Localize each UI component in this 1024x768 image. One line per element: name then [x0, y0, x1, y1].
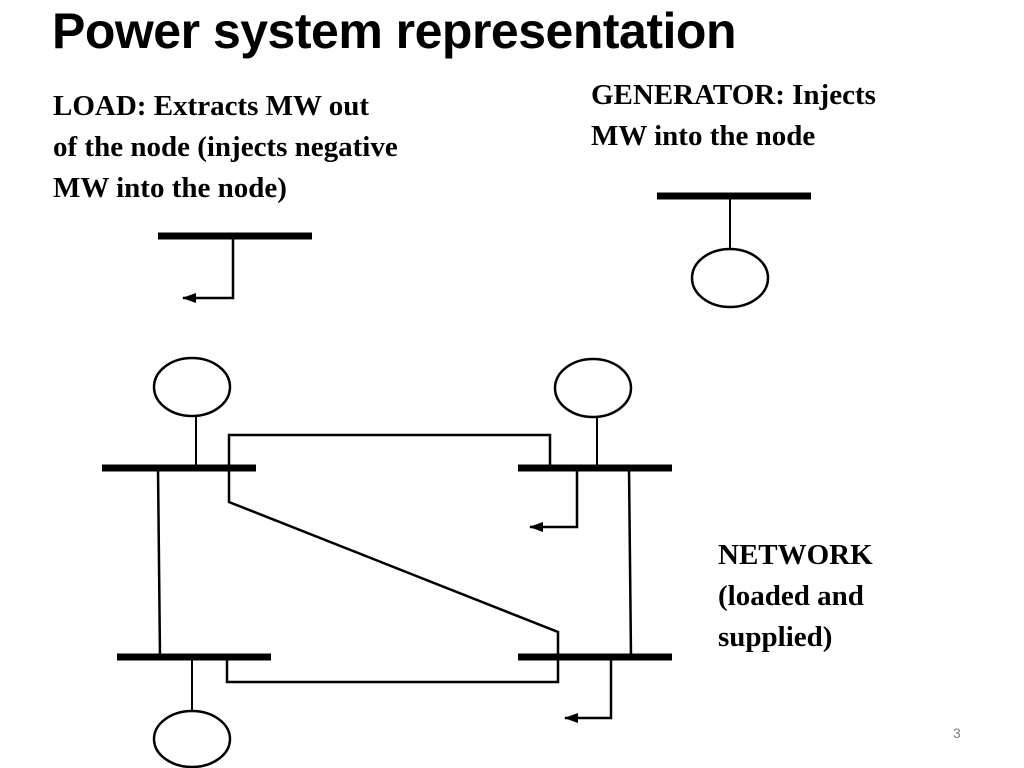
- slide-number: 3: [953, 725, 961, 741]
- transmission-line: [227, 468, 560, 657]
- network-description-line: (loaded and: [718, 580, 864, 612]
- load-description-line: LOAD: Extracts MW out: [53, 90, 370, 122]
- load-description: LOAD: Extracts MW out of the node (injec…: [53, 86, 398, 209]
- load-arrow: [182, 236, 235, 303]
- network-description-line: NETWORK: [718, 539, 873, 571]
- generator-description-line: GENERATOR: Injects: [591, 79, 876, 111]
- generator-circle: [690, 247, 770, 309]
- transmission-line: [156, 467, 162, 658]
- generator-symbol-example: [657, 192, 811, 309]
- generator-description: GENERATOR: Injects MW into the node: [591, 75, 876, 157]
- network-description: NETWORK (loaded and supplied): [718, 535, 873, 658]
- network: [102, 356, 672, 768]
- load-description-line: MW into the node): [53, 172, 287, 204]
- generator-description-line: MW into the node: [591, 120, 816, 152]
- transmission-line: [225, 657, 560, 684]
- generator-circle: [553, 357, 633, 419]
- generator-circle: [152, 709, 232, 768]
- page-title: Power system representation: [52, 3, 737, 59]
- load-arrow: [529, 468, 579, 532]
- load-arrow: [564, 657, 613, 723]
- transmission-line: [627, 467, 633, 658]
- load-description-line: of the node (injects negative: [53, 131, 398, 163]
- generator-circle: [152, 356, 232, 418]
- network-description-line: supplied): [718, 621, 833, 653]
- transmission-line: [227, 433, 552, 468]
- load-symbol-example: [158, 232, 312, 303]
